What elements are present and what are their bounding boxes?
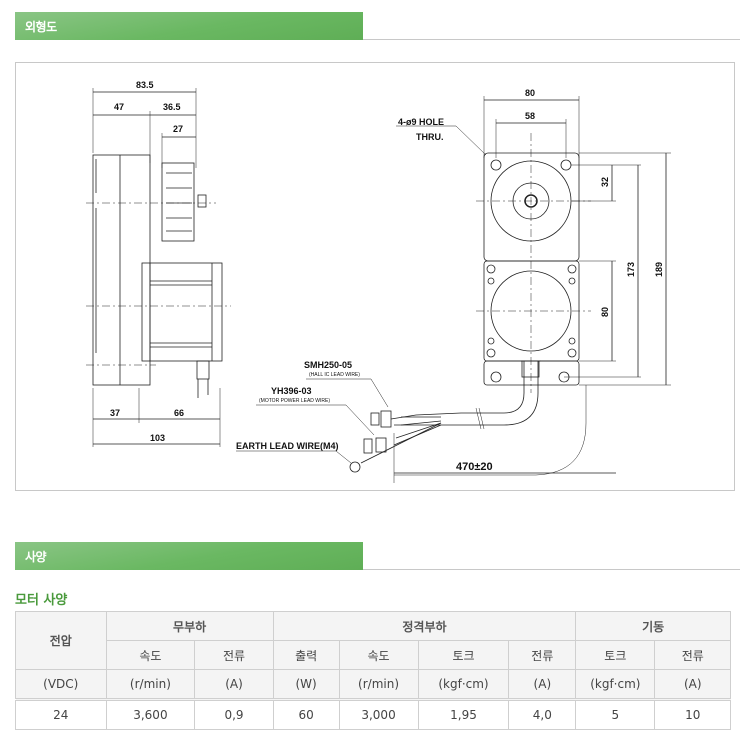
spec-section-title: 사양 [25,550,47,564]
connector-1-part: SMH250-05 [304,360,352,370]
dim-58: 58 [525,111,535,121]
dim-66: 66 [174,408,184,418]
hole-note-line1: 4-ø9 HOLE [398,117,444,127]
dim-32: 32 [600,177,610,187]
unit-row: (VDC) (r/min) (A) (W) (r/min) (kgf·cm) (… [15,669,731,701]
sub-header-cell: 속도 [105,640,196,670]
sub-header-cell: 전류 [508,640,577,670]
unit-cell: (A) [194,669,274,701]
dim-80-motor: 80 [600,307,610,317]
unit-cell: (VDC) [15,669,107,701]
outline-section-title: 외형도 [25,20,57,34]
value-cell: 60 [272,699,340,730]
unit-cell: (A) [654,669,731,701]
outline-section-header: 외형도 [15,12,363,40]
value-cell: 5 [575,699,656,730]
sub-header-cell: 토크 [575,640,656,670]
value-cell: 24 [15,699,107,730]
dim-36-5: 36.5 [163,102,181,112]
header-starting: 기동 [575,611,731,641]
value-cell: 10 [654,699,731,730]
sub-header-row: 속도 전류 출력 속도 토크 전류 토크 전류 [16,640,731,670]
dim-80-top: 80 [525,88,535,98]
hole-note-line2: THRU. [416,132,444,142]
motor-spec-table: 전압 무부하 정격부하 기동 속도 전류 출력 속도 토크 전류 토크 전류 (… [15,611,731,730]
value-row: 24 3,600 0,9 60 3,000 1,95 4,0 5 10 [15,699,731,730]
sub-header-cell: 전류 [654,640,731,670]
value-cell: 3,600 [105,699,196,730]
spec-section-header: 사양 [15,542,363,570]
section-divider [363,569,740,570]
connector-2-part: YH396-03 [271,386,312,396]
unit-cell: (kgf·cm) [417,669,510,701]
dimension-drawing: 83.5 47 36.5 27 37 66 103 80 58 4-ø9 HOL… [15,62,735,491]
sub-header-cell: 토크 [417,640,510,670]
header-voltage: 전압 [15,611,107,670]
motor-spec-title: 모터 사양 [15,593,68,608]
unit-cell: (kgf·cm) [575,669,656,701]
sub-header-cell: 출력 [272,640,340,670]
value-cell: 3,000 [338,699,419,730]
header-row: 전압 무부하 정격부하 기동 [15,611,731,670]
dim-173: 173 [626,262,636,277]
connector-2-desc: (MOTOR POWER LEAD WIRE) [259,398,330,404]
connector-1-desc: (HALL IC LEAD WIRE) [309,372,360,378]
header-no-load: 무부하 [105,611,274,641]
section-divider [363,39,740,40]
unit-cell: (A) [508,669,577,701]
header-rated-load: 정격부하 [272,611,577,641]
dim-83-5: 83.5 [136,80,154,90]
value-cell: 0,9 [194,699,274,730]
sub-header-cell: 속도 [338,640,419,670]
dim-103: 103 [150,433,165,443]
drawing-svg: 83.5 47 36.5 27 37 66 103 80 58 4-ø9 HOL… [86,80,671,483]
unit-cell: (r/min) [105,669,196,701]
dim-189: 189 [654,262,664,277]
value-cell: 1,95 [417,699,510,730]
value-cell: 4,0 [508,699,577,730]
earth-lead-label: EARTH LEAD WIRE(M4) [236,441,339,451]
dim-47: 47 [114,102,124,112]
unit-cell: (r/min) [338,669,419,701]
dim-37: 37 [110,408,120,418]
unit-cell: (W) [272,669,340,701]
dim-cable-length: 470±20 [456,461,493,473]
dim-27: 27 [173,124,183,134]
sub-header-cell: 전류 [194,640,274,670]
